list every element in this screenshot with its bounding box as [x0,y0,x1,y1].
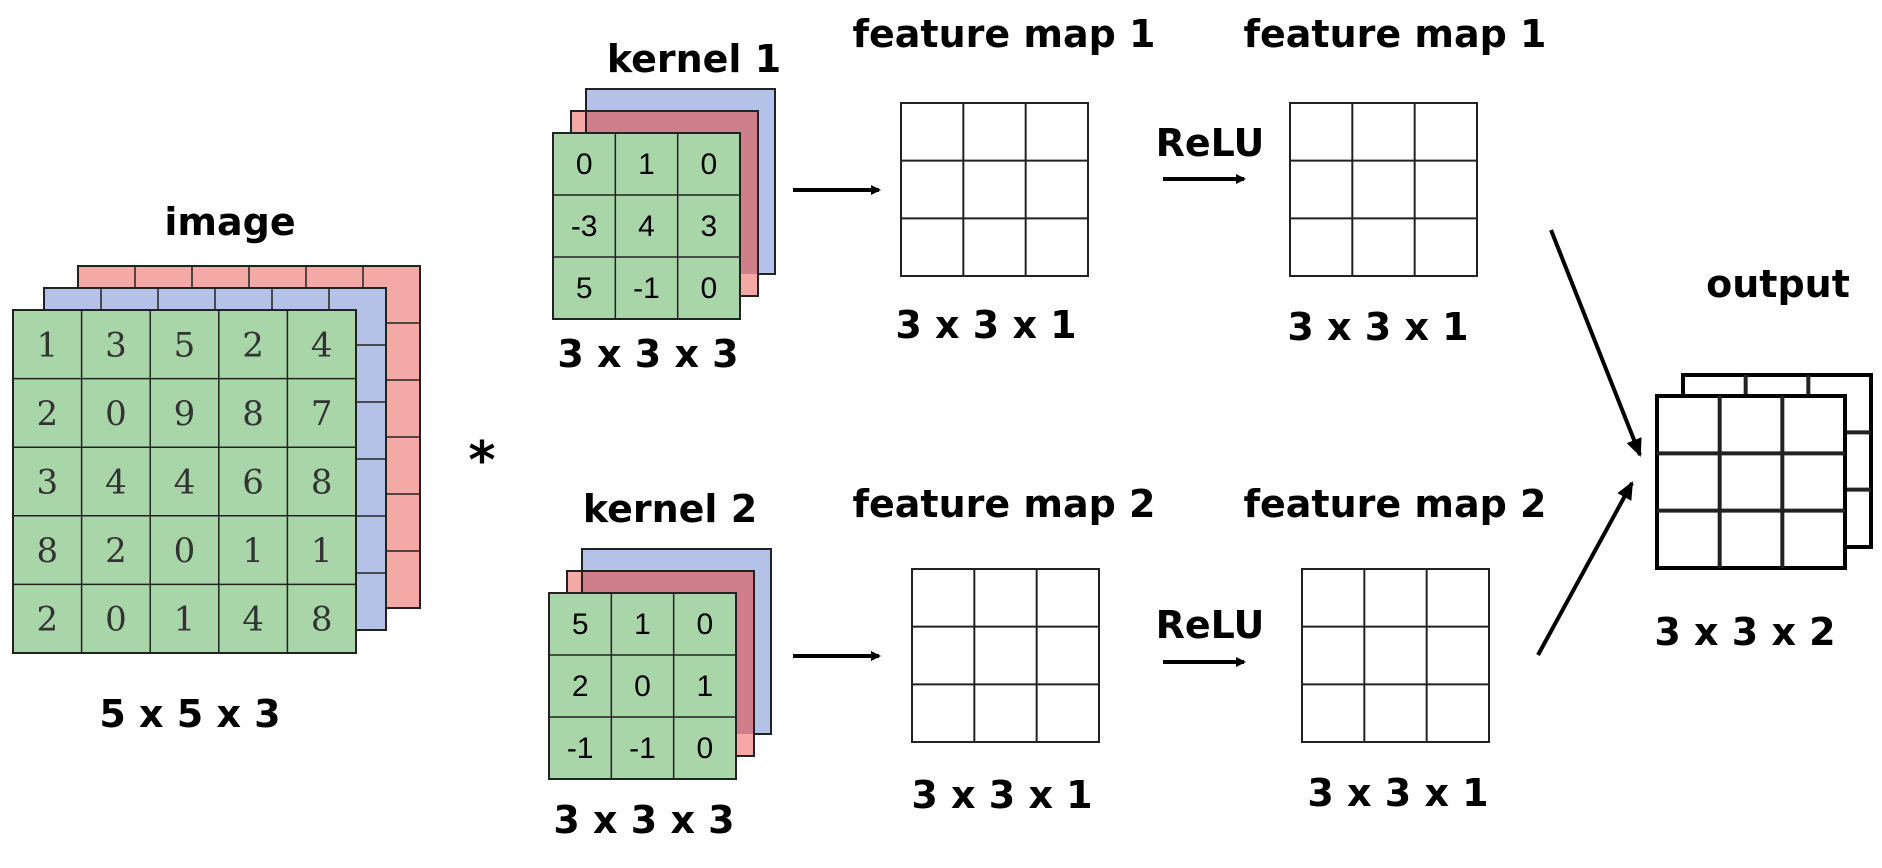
output-title: output [1706,262,1850,306]
matrix-value: 0 [696,608,713,641]
image-values: 1 3 5 2 4 2 0 9 8 7 3 4 4 6 8 8 2 0 1 1 2 0 1 4 8 [36,325,332,639]
kernel1-dims: 3 x 3 x 3 [557,332,738,376]
matrix-value: 1 [634,608,651,641]
matrix-value: 2 [36,600,58,640]
image-dims: 5 x 5 x 3 [99,692,280,736]
matrix-value: 9 [174,394,196,434]
fmap1-title: feature map 1 [852,12,1155,56]
relu1-label: ReLU [1156,121,1265,165]
matrix-value: 4 [311,325,333,365]
grid-border [911,568,1100,743]
kernel1-values: 0 1 0 -3 4 3 5 -1 0 [571,148,717,305]
matrix-value: 8 [36,531,58,571]
fmap2-relu-dims: 3 x 3 x 1 [1307,771,1488,815]
matrix-value: -1 [629,732,656,765]
matrix-value: 0 [634,670,651,703]
output-stack [1655,373,1873,570]
matrix-value: 3 [105,325,127,365]
matrix-value: 0 [700,272,717,305]
kernel2-title: kernel 2 [583,487,757,531]
matrix-value: 4 [242,600,264,640]
arrow-fmap1-to-output [1549,229,1642,457]
matrix-value: 3 [700,210,717,243]
matrix-value: 6 [242,463,264,503]
output-layer-front-grid [1657,396,1845,568]
kernel1-title: kernel 1 [607,37,781,81]
matrix-value: 3 [36,463,58,503]
output-dims: 3 x 3 x 2 [1654,610,1835,654]
matrix-value: 8 [311,463,333,503]
matrix-value: 8 [311,600,333,640]
matrix-value: 7 [311,394,333,434]
fmap2-grid [911,568,1100,743]
image-title: image [164,200,295,244]
matrix-value: -3 [571,210,598,243]
matrix-value: 2 [572,670,589,703]
fmap2-title: feature map 2 [852,482,1155,526]
matrix-value: 0 [105,394,127,434]
fmap1-relu-title: feature map 1 [1243,12,1546,56]
matrix-value: 0 [576,148,593,181]
grid-border [900,102,1089,277]
arrow-fmap2-to-output [1536,481,1634,656]
grid-border [1289,102,1478,277]
kernel2-values: 5 1 0 2 0 1 -1 -1 0 [567,608,713,765]
fmap1-grid [900,102,1089,277]
matrix-value: 1 [174,600,196,640]
fmap2-relu-grid [1301,568,1490,743]
matrix-value: 0 [105,600,127,640]
matrix-value: 5 [572,608,589,641]
matrix-value: 4 [638,210,655,243]
output-layer-front [1655,394,1847,570]
fmap1-relu-grid [1289,102,1478,277]
image-layer-green-grid [13,310,356,653]
kernel2-stack: 5 1 0 2 0 1 -1 -1 0 [548,548,772,780]
fmap1-dims: 3 x 3 x 1 [895,303,1076,347]
matrix-value: 1 [242,531,264,571]
relu2-label: ReLU [1156,603,1265,647]
fmap2-dims: 3 x 3 x 1 [911,773,1092,817]
image-layer-green: 1 3 5 2 4 2 0 9 8 7 3 4 4 6 8 8 2 0 1 1 2 0 1 4 8 [12,309,357,654]
kernel1-layer-green [552,132,741,320]
matrix-value: 5 [174,325,196,365]
matrix-value: -1 [633,272,660,305]
kernel1-stack: 0 1 0 -3 4 3 5 -1 0 [552,88,776,320]
matrix-value: 1 [311,531,333,571]
fmap1-relu-dims: 3 x 3 x 1 [1287,305,1468,349]
matrix-value: -1 [567,732,594,765]
matrix-value: 1 [696,670,713,703]
matrix-value: 4 [174,463,196,503]
image-stack: 1 3 5 2 4 2 0 9 8 7 3 4 4 6 8 8 2 0 1 1 2 0 1 4 8 [12,265,421,654]
matrix-value: 2 [36,394,58,434]
kernel2-dims: 3 x 3 x 3 [553,798,734,842]
matrix-value: 2 [105,531,127,571]
kernel1-grid [553,133,740,319]
kernel2-layer-green [548,592,737,780]
matrix-value: 5 [576,272,593,305]
matrix-value: 1 [638,148,655,181]
matrix-value: 0 [174,531,196,571]
matrix-value: 8 [242,394,264,434]
kernel2-grid [549,593,736,779]
matrix-value: 0 [696,732,713,765]
matrix-value: 0 [700,148,717,181]
matrix-value: 2 [242,325,264,365]
grid-border [1301,568,1490,743]
convolution-operator: * [468,431,495,491]
matrix-value: 4 [105,463,127,503]
image-layer-green-bg [12,309,357,654]
fmap2-relu-title: feature map 2 [1243,482,1546,526]
matrix-value: 1 [36,325,58,365]
